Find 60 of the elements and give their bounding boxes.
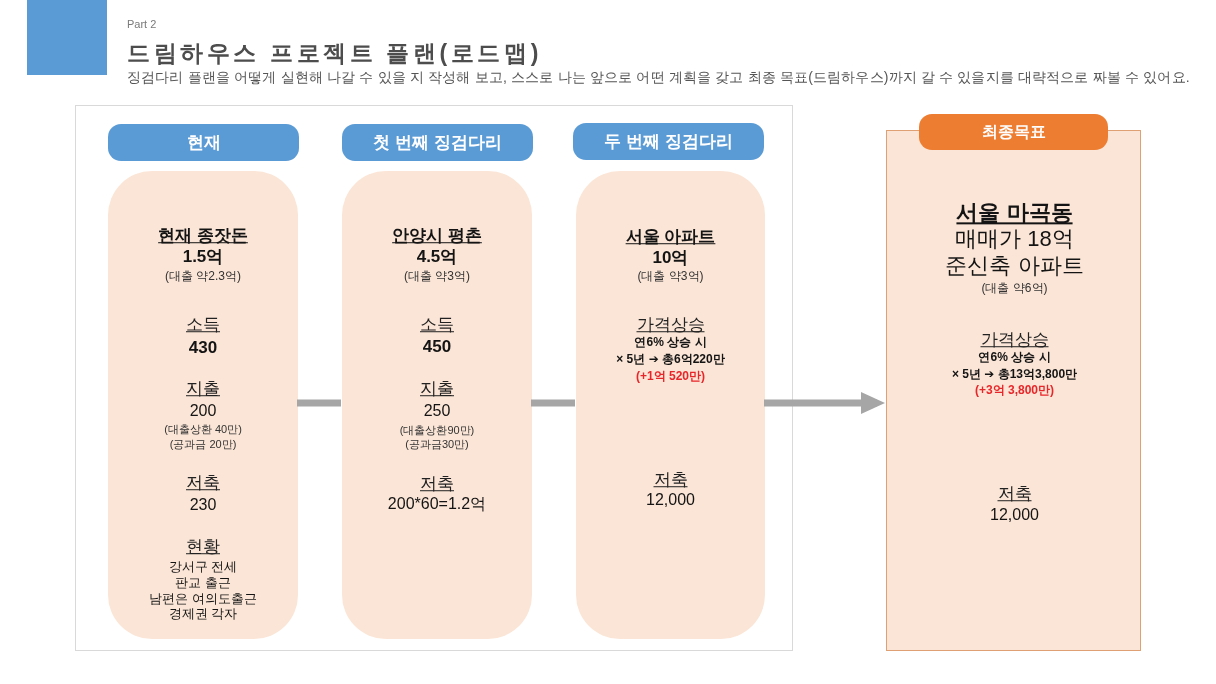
value-text: 12,000 [646, 490, 695, 510]
page-title: 드림하우스 프로젝트 플랜(로드맵) [127, 40, 542, 67]
goal-header: 최종목표 [919, 114, 1108, 150]
gain-text: (+3억 3,800만) [975, 384, 1054, 398]
item-label: 가격상승 [636, 315, 705, 335]
part-label: Part 2 [127, 18, 157, 32]
value-text: 200*60=1.2억 [387, 494, 487, 514]
card-heading: 현재 종잣돈 [158, 226, 248, 246]
growth-text: × 5년 ➔ 총13억3,800만 [951, 368, 1078, 382]
value-text: 230 [189, 495, 217, 515]
item-label: 저축 [653, 470, 688, 490]
stage-card [342, 171, 532, 639]
stage-card [576, 171, 765, 639]
stage-header: 첫 번째 징검다리 [342, 124, 533, 161]
gain-text: (+1억 520만) [636, 370, 705, 384]
growth-text: 연6% 상승 시 [978, 351, 1051, 365]
item-label: 저축 [420, 474, 454, 494]
item-label: 저축 [997, 484, 1032, 504]
status-text: 판교 출근 [175, 575, 231, 591]
connector-line [297, 399, 341, 407]
detail-note: (대출상환 40만) [164, 422, 242, 436]
stage-card [108, 171, 298, 639]
loan-note: (대출 약3억) [404, 270, 470, 284]
value-text: 12,000 [990, 505, 1039, 525]
detail-note: (대출상환90만) [399, 423, 475, 437]
goal-detail: 매매가 18억 [955, 226, 1074, 252]
goal-detail: 준신축 아파트 [945, 253, 1084, 279]
loan-note: (대출 약2.3억) [165, 270, 241, 284]
status-text: 남편은 여의도출근 [149, 591, 257, 607]
card-heading: 서울 마곡동 [956, 200, 1073, 226]
item-label: 저축 [186, 473, 220, 493]
card-heading: 안양시 평촌 [392, 226, 482, 246]
detail-note: (공과금 20만) [169, 437, 237, 451]
amount-text: 1.5억 [182, 247, 224, 267]
amount-text: 450 [422, 337, 452, 357]
content-panel [75, 105, 793, 651]
amount-text: 10억 [652, 248, 689, 268]
connector-arrow [764, 392, 885, 414]
status-text: 강서구 전세 [168, 559, 238, 575]
item-label: 소득 [186, 315, 220, 335]
amount-text: 4.5억 [416, 247, 458, 267]
subtitle-text: 징검다리 플랜을 어떻게 실현해 나갈 수 있을 지 작성해 보고, 스스로 나는 앞으로 어떤 계획을 갖고 최종 목표(드림하우스)까지 갈 수 있을지를 대략적으로 짜볼 수 있어요. [127, 69, 1190, 86]
detail-note: (공과금30만) [405, 437, 469, 451]
loan-note: (대출 약6억) [981, 282, 1048, 296]
connector-line [531, 399, 575, 407]
item-label: 현황 [186, 537, 220, 557]
card-heading: 서울 아파트 [625, 227, 716, 247]
growth-text: × 5년 ➔ 총6억220만 [616, 353, 725, 367]
item-label: 지출 [420, 379, 454, 399]
item-label: 가격상승 [980, 330, 1049, 350]
value-text: 200 [189, 401, 217, 421]
loan-note: (대출 약3억) [637, 270, 704, 284]
status-text: 경제권 각자 [168, 606, 238, 622]
stage-header: 현재 [108, 124, 299, 161]
item-label: 지출 [186, 379, 220, 399]
amount-text: 430 [188, 338, 218, 358]
stage-header: 두 번째 징검다리 [573, 123, 764, 160]
item-label: 소득 [420, 315, 454, 335]
value-text: 250 [423, 401, 451, 421]
growth-text: 연6% 상승 시 [634, 336, 707, 350]
